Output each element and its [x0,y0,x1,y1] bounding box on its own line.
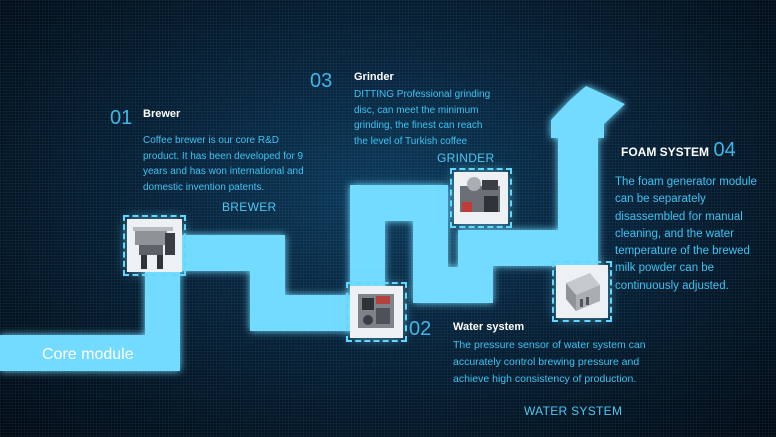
foam-system-heading: FOAM SYSTEM 04 [621,139,736,162]
grinder-caption: GRINDER [437,151,495,165]
water-system-title: Water system [453,321,525,333]
grinder-description: DITTING Professional grinding disc, can … [354,89,491,147]
step-number-02: 02 [409,318,432,340]
brewer-machine-image [123,215,186,276]
water-system-caption: WATER SYSTEM [524,404,623,418]
step-number-01: 01 [110,107,133,129]
brewer-description: Coffee brewer is our core R&D product. I… [143,135,304,193]
foam-system-image [552,261,612,322]
grinder-image [450,168,512,228]
foam-system-title: FOAM SYSTEM [621,145,710,159]
water-system-description: The pressure sensor of water system can … [453,339,646,385]
grinder-title: Grinder [354,71,394,83]
core-module-label: Core module [42,346,134,363]
brewer-caption: BREWER [222,200,277,214]
step-number-03: 03 [310,70,333,92]
water-system-image [346,282,407,342]
brewer-title: Brewer [143,108,181,120]
foam-system-description: The foam generator module can be separat… [615,176,757,292]
step-number-04: 04 [713,139,736,161]
